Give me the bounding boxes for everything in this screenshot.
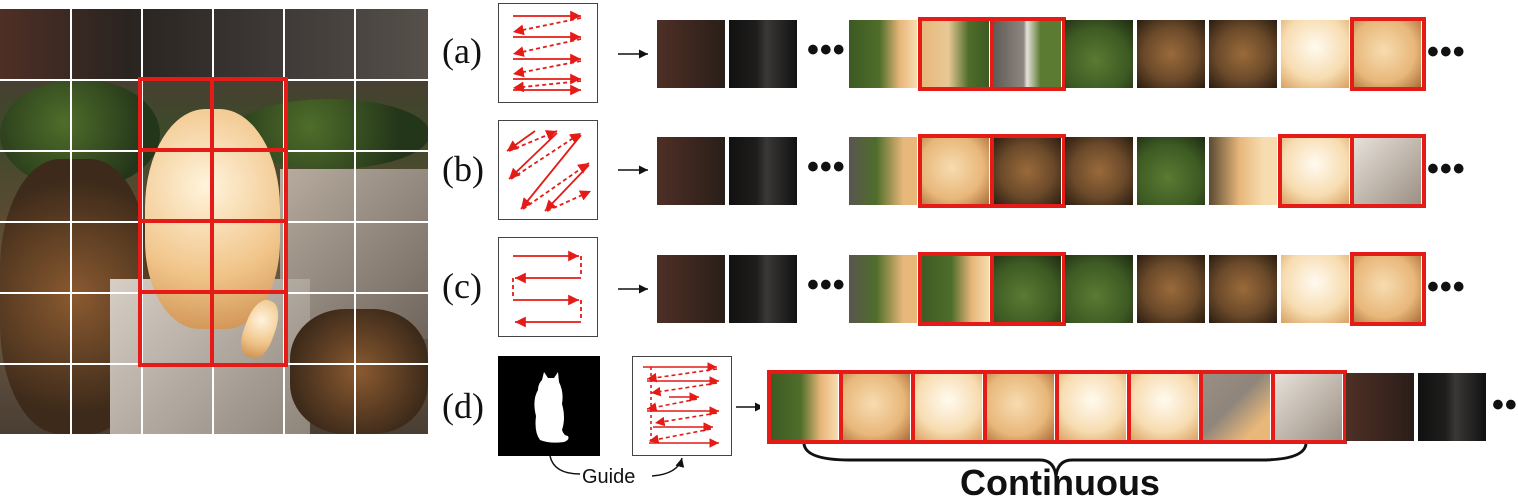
sequence-patch (842, 373, 910, 441)
row-label-d: (d) (442, 386, 484, 426)
sequence-patch (1281, 137, 1349, 205)
highlighted-patch-frame (918, 17, 994, 91)
sequence-patch (657, 255, 725, 323)
trailing-ellipsis: ••• (1427, 150, 1466, 188)
continuous-brace (802, 443, 1308, 477)
sequence-patch (729, 255, 797, 323)
sequence-patch (1202, 373, 1270, 441)
trailing-ellipsis: ••• (1427, 268, 1466, 306)
sequence-patch (657, 137, 725, 205)
sequence-patch (921, 20, 989, 88)
highlighted-patch-frame (911, 370, 987, 444)
wall-region (0, 9, 428, 79)
sequence-patch (1058, 373, 1126, 441)
highlighted-patch-frame (1278, 134, 1354, 208)
highlighted-patch-frame (990, 252, 1066, 326)
highlighted-patch-frame (1350, 17, 1426, 91)
sequence-patch (1065, 20, 1133, 88)
highlighted-patch-frame (1350, 252, 1426, 326)
highlighted-patch-frame (990, 134, 1066, 208)
sequence-patch (1137, 255, 1205, 323)
sequence-patch (1418, 373, 1486, 441)
sequence-patch (1130, 373, 1198, 441)
sequence-patch (657, 20, 725, 88)
ellipsis-dots: ••• (807, 31, 846, 69)
trailing-ellipsis: ••• (1492, 386, 1518, 424)
sequence-patch (1281, 255, 1349, 323)
sequence-patch (1209, 20, 1277, 88)
scan-order-b-diagram (498, 120, 598, 220)
continuous-label: Continuous (960, 462, 1160, 503)
sequence-patch (986, 373, 1054, 441)
highlighted-patch-frame (1271, 370, 1347, 444)
sequence-arrows (618, 49, 760, 412)
sequence-patch (921, 137, 989, 205)
sequence-patch (1137, 137, 1205, 205)
scan-order-c-diagram (498, 237, 598, 337)
sequence-patch (914, 373, 982, 441)
highlighted-patch-frame (1055, 370, 1131, 444)
dry-leaves-right (290, 309, 428, 434)
highlighted-patch-frame (1350, 134, 1426, 208)
sequence-patch (1065, 255, 1133, 323)
patch-sequence-d: ••• (767, 370, 1518, 444)
scan-order-a-diagram (498, 3, 598, 103)
sequence-patch (993, 255, 1061, 323)
sequence-patch (1137, 20, 1205, 88)
sequence-patch (1353, 137, 1421, 205)
sequence-patch (729, 137, 797, 205)
row-label-b: (b) (442, 149, 484, 189)
sequence-patch (849, 20, 917, 88)
row-label-c: (c) (442, 266, 482, 306)
highlighted-patch-frame (983, 370, 1059, 444)
highlighted-patch-frame (918, 252, 994, 326)
sequence-patch (770, 373, 838, 441)
guide-arrow (549, 455, 685, 477)
patch-sequence-c: ••• ••• (657, 252, 1465, 326)
sequence-patch (1281, 20, 1349, 88)
sequence-patch (1346, 373, 1414, 441)
highlighted-patch-frame (918, 134, 994, 208)
sequence-patch (993, 20, 1061, 88)
sequence-patch (1353, 20, 1421, 88)
cat-mask-image (498, 356, 600, 456)
sequence-patch (921, 255, 989, 323)
sequence-patch (849, 137, 917, 205)
scan-order-d-guided-diagram (632, 356, 732, 456)
sequence-patch (1209, 255, 1277, 323)
sequence-patch (1209, 137, 1277, 205)
highlighted-patch-frame (839, 370, 915, 444)
patch-sequence-a: ••• ••• (657, 17, 1465, 91)
ellipsis-dots: ••• (807, 148, 846, 186)
sequence-patch (993, 137, 1061, 205)
sequence-patch (1065, 137, 1133, 205)
sequence-patch (1353, 255, 1421, 323)
highlighted-patch-frame (990, 17, 1066, 91)
trailing-ellipsis: ••• (1427, 33, 1466, 71)
sequence-patch (1274, 373, 1342, 441)
ellipsis-dots: ••• (807, 266, 846, 304)
row-label-a: (a) (442, 31, 482, 71)
source-image-grid (0, 9, 428, 434)
sequence-patch (849, 255, 917, 323)
highlighted-patch-frame (1199, 370, 1275, 444)
guide-label: Guide (582, 466, 636, 488)
highlighted-patch-frame (767, 370, 843, 444)
sequence-patch (729, 20, 797, 88)
highlighted-patch-frame (1127, 370, 1203, 444)
patch-sequence-b: ••• ••• (657, 134, 1465, 208)
